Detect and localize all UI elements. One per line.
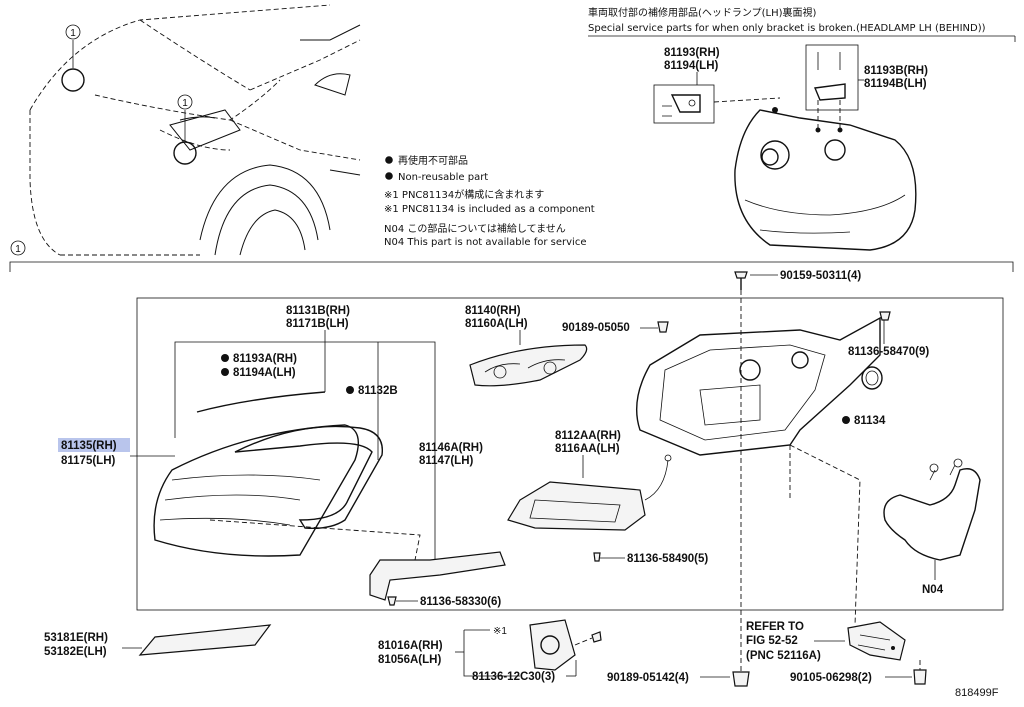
- legend-nonreusable-en: Non-reusable part: [398, 172, 488, 183]
- part-81136-12c30[interactable]: 81136-12C30(3): [472, 671, 555, 683]
- part-81147-lh[interactable]: 81147(LH): [419, 455, 474, 467]
- part-81175-lh[interactable]: 81175(LH): [61, 455, 116, 467]
- screw-90189-05050: 90189-05050: [562, 321, 669, 334]
- wire-harness-n04: N04: [883, 458, 981, 596]
- bracket-81146a: 81146A(RH) 81147(LH) 81136-58330(6): [369, 442, 506, 608]
- part-81194-lh[interactable]: 81194(LH): [664, 60, 719, 72]
- refer-to-block: REFER TO FIG 52-52 (PNC 52116A) 90105-06…: [746, 621, 927, 685]
- callout-marker: 1: [182, 98, 188, 109]
- part-81134[interactable]: 81134: [854, 415, 886, 427]
- part-81193b-rh[interactable]: 81193B(RH): [864, 65, 928, 77]
- fig-52-52-link[interactable]: FIG 52-52: [746, 635, 798, 647]
- refer-to-label: REFER TO: [746, 621, 804, 633]
- part-81016a-rh[interactable]: 81016A(RH): [378, 640, 443, 652]
- part-90189-05142[interactable]: 90189-05142(4): [607, 672, 689, 684]
- legend-note1-ja: ※1 PNC81134が構成に含まれます: [384, 188, 544, 201]
- part-81193-rh[interactable]: 81193(RH): [664, 47, 720, 59]
- part-81160a-lh[interactable]: 81160A(LH): [465, 318, 528, 330]
- legend-nonreusable-ja: 再使用不可部品: [398, 154, 468, 167]
- drawing-number: 818499F: [955, 687, 999, 699]
- part-81131b-rh[interactable]: 81131B(RH): [286, 305, 350, 317]
- housing: 81136-58470(9) 81134: [635, 311, 929, 626]
- legend-n04-ja: N04 この部品については補給してません: [384, 222, 566, 235]
- bracket-detail: 車両取付部の補修用部品(ヘッドランプ(LH)裏面視) Special servi…: [588, 6, 1016, 251]
- callout-marker: 1: [70, 28, 76, 39]
- part-81194a-lh[interactable]: 81194A(LH): [233, 367, 296, 379]
- legend-note1-en: ※1 PNC81134 is included as a component: [384, 204, 595, 215]
- cover-53181e: 53181E(RH) 53182E(LH): [44, 624, 272, 658]
- part-81136-58490[interactable]: 81136-58490(5): [627, 553, 708, 565]
- lens-assembly: 81131B(RH) 81171B(LH) 81193A(RH) 81194A(…: [58, 305, 436, 561]
- part-90189-05050[interactable]: 90189-05050: [562, 322, 630, 334]
- legend-n04-en: N04 This part is not available for servi…: [384, 237, 586, 248]
- bezel-81140: 81140(RH) 81160A(LH): [465, 305, 588, 387]
- part-81135-rh[interactable]: 81135(RH): [61, 440, 117, 452]
- part-90105-06298[interactable]: 90105-06298(2): [790, 672, 872, 684]
- part-90159-50311[interactable]: 90159-50311(4): [780, 270, 861, 282]
- clip-90189-05142: 90189-05142(4): [607, 671, 750, 687]
- screw-90159: 90159-50311(4): [734, 270, 861, 675]
- part-81132b[interactable]: 81132B: [358, 385, 398, 397]
- lamp-module-8112aa: 8112AA(RH) 8116AA(LH) 81136-58490(5): [507, 430, 708, 565]
- part-81056a-lh[interactable]: 81056A(LH): [378, 654, 441, 666]
- bracket-81016a: ※1 81016A(RH) 81056A(LH) 81136-12C30(3): [378, 619, 602, 683]
- legend-notes: 再使用不可部品 Non-reusable part ※1 PNC81134が構成…: [384, 154, 595, 248]
- part-81140-rh[interactable]: 81140(RH): [465, 305, 521, 317]
- nonreusable-dot-icon: [385, 156, 393, 164]
- part-53182e-lh[interactable]: 53182E(LH): [44, 646, 107, 658]
- part-81136-58330[interactable]: 81136-58330(6): [420, 596, 501, 608]
- nonreusable-dot-icon: [385, 172, 393, 180]
- part-81146a-rh[interactable]: 81146A(RH): [419, 442, 483, 454]
- part-81194b-lh[interactable]: 81194B(LH): [864, 78, 927, 90]
- part-8116aa-lh[interactable]: 8116AA(LH): [555, 443, 620, 455]
- callout-marker: 1: [15, 244, 21, 255]
- header-en: Special service parts for when only brac…: [588, 23, 986, 34]
- car-front-illustration: 1 1: [29, 4, 361, 256]
- label-n04[interactable]: N04: [922, 584, 944, 596]
- assembly-frame: 1: [9, 240, 1014, 611]
- note1-marker: ※1: [493, 626, 507, 637]
- part-81171b-lh[interactable]: 81171B(LH): [286, 318, 349, 330]
- part-53181e-rh[interactable]: 53181E(RH): [44, 632, 108, 644]
- pnc-52116a-label: (PNC 52116A): [746, 650, 821, 662]
- part-81136-58470[interactable]: 81136-58470(9): [848, 346, 929, 358]
- part-8112aa-rh[interactable]: 8112AA(RH): [555, 430, 621, 442]
- header-ja: 車両取付部の補修用部品(ヘッドランプ(LH)裏面視): [588, 6, 816, 19]
- highlight-81135: [58, 438, 130, 452]
- part-81193a-rh[interactable]: 81193A(RH): [233, 353, 297, 365]
